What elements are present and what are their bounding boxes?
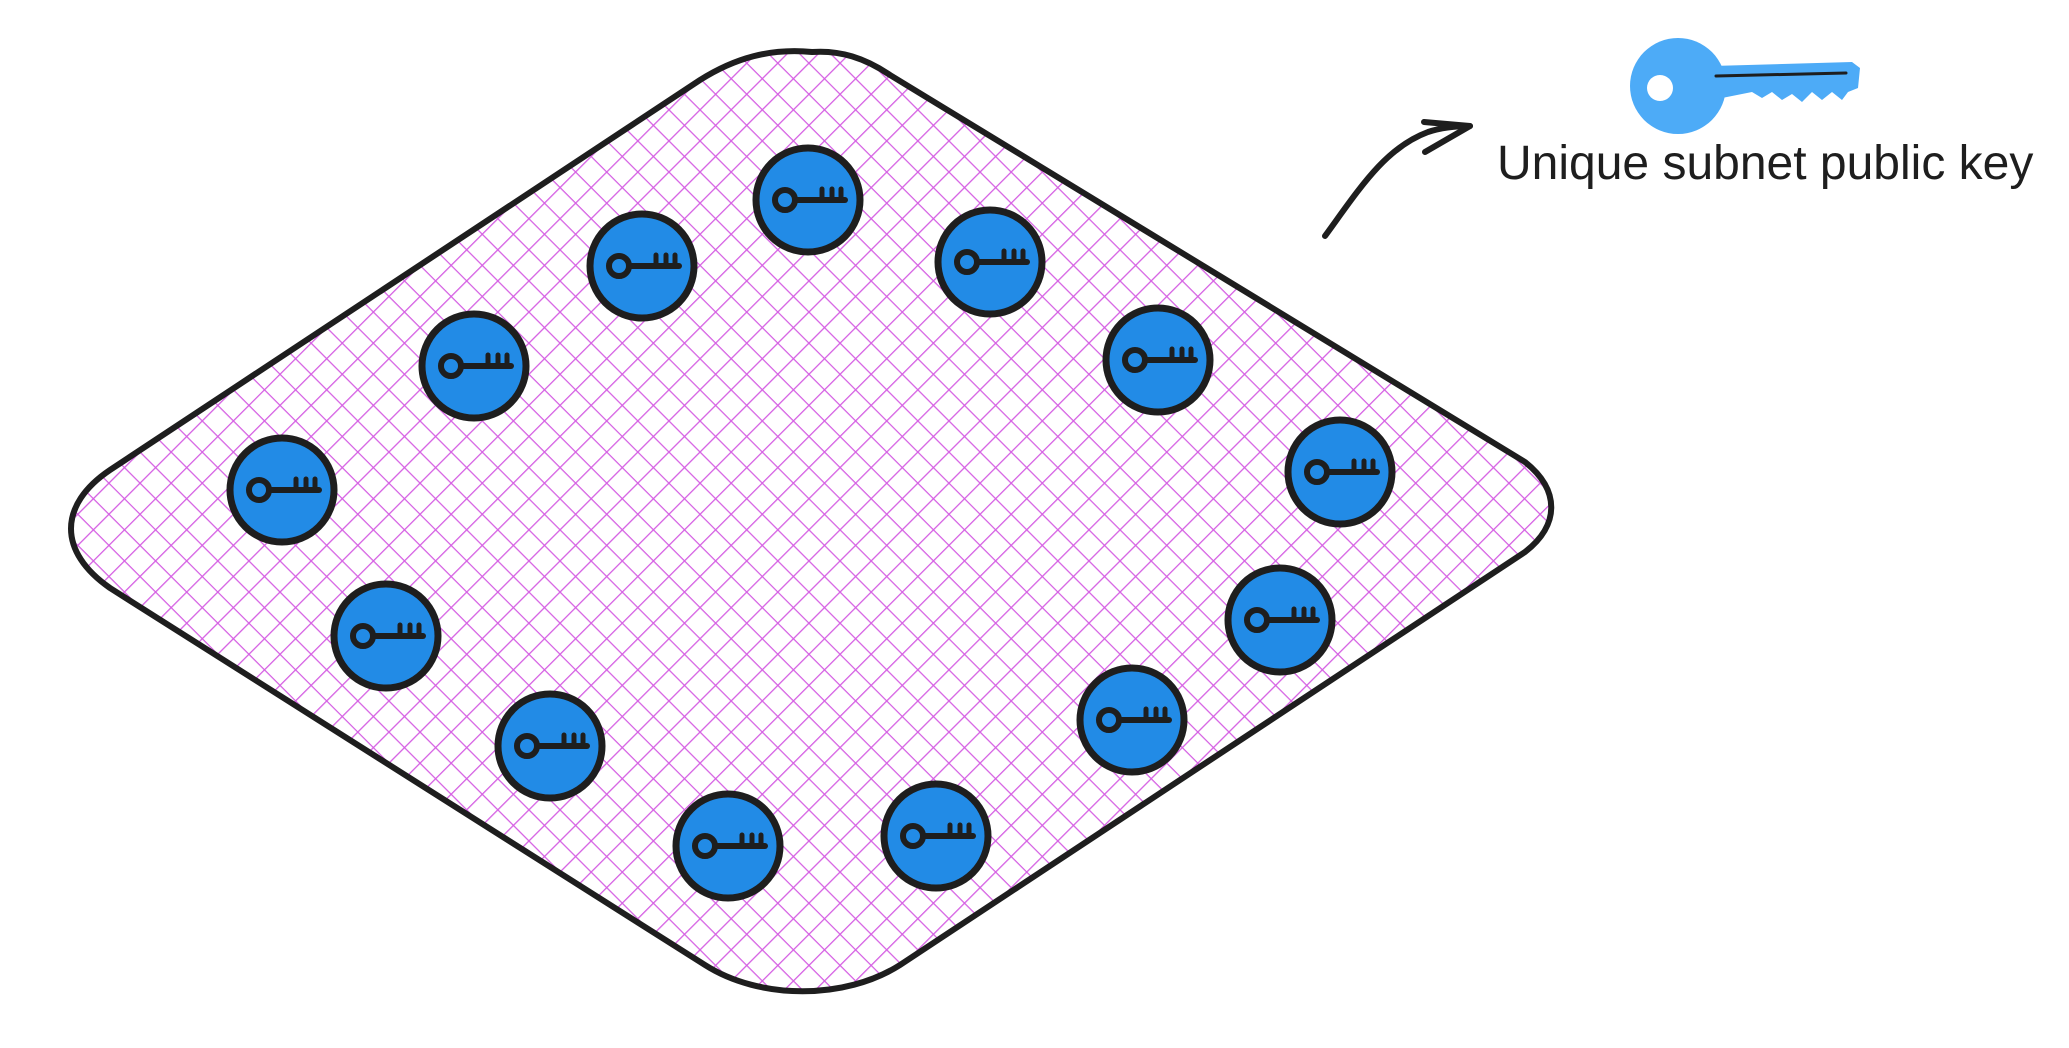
- legend-label: Unique subnet public key: [1497, 137, 2034, 190]
- legend-key-icon: [1630, 38, 1860, 134]
- node-key-icon: [756, 148, 860, 252]
- node-key-icon: [1080, 668, 1184, 772]
- pointer-arrow: [1322, 119, 1473, 239]
- node-key-icon: [1228, 568, 1332, 672]
- node-key-icon: [1288, 420, 1392, 524]
- node-key-icon: [676, 794, 780, 898]
- node-key-icon: [230, 438, 334, 542]
- node-key-icon: [498, 694, 602, 798]
- node-key-icon: [422, 314, 526, 418]
- node-key-icon: [590, 214, 694, 318]
- node-key-icon: [884, 784, 988, 888]
- node-key-icon: [938, 210, 1042, 314]
- node-key-icon: [1106, 308, 1210, 412]
- node-key-icon: [334, 584, 438, 688]
